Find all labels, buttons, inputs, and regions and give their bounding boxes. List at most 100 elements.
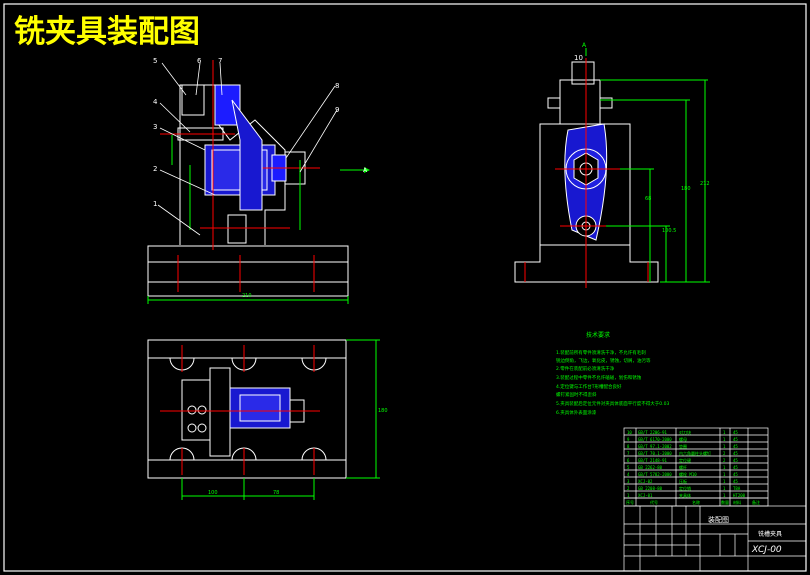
callout-5: 5: [153, 57, 157, 65]
svg-text:45: 45: [733, 430, 738, 435]
svg-text:定位键: 定位键: [679, 457, 691, 463]
title-block-drawing-no: XCJ-00: [751, 545, 782, 555]
svg-text:100.5: 100.5: [662, 228, 676, 234]
bom-header-row: 序号 代号 名称 数量材料 备注: [626, 499, 760, 505]
callout-7: 7: [218, 57, 222, 65]
svg-text:1: 1: [723, 493, 726, 498]
svg-text:垫圈: 垫圈: [679, 443, 687, 449]
title-block: [623, 505, 807, 572]
svg-text:1: 1: [723, 486, 726, 491]
callout-8: 8: [335, 82, 339, 90]
svg-text:1: 1: [723, 472, 726, 477]
svg-text:定位销: 定位销: [679, 485, 691, 491]
svg-text:45: 45: [733, 451, 738, 456]
drawing-title: 铣夹具装配图: [14, 14, 200, 50]
callout-6: 6: [197, 57, 202, 65]
svg-text:2: 2: [723, 451, 726, 456]
svg-text:45: 45: [733, 465, 738, 470]
callout-9: 9: [335, 106, 339, 114]
tech-req-line: 4.定位键与工作台T形槽配合良好: [556, 383, 622, 390]
section-mark-a: A: [363, 167, 368, 174]
top-view: 100 78 180: [147, 339, 388, 500]
svg-text:XCJ-01: XCJ-01: [638, 493, 653, 498]
front-section-view: 210: [147, 60, 370, 304]
svg-text:180: 180: [681, 186, 691, 192]
svg-text:螺杆: 螺杆: [679, 464, 687, 470]
svg-text:2: 2: [723, 458, 726, 463]
svg-text:6: 6: [627, 458, 630, 463]
tech-req-line: 螺钉紧固时不得歪斜: [556, 391, 597, 398]
tech-req-heading: 技术要求: [586, 331, 610, 339]
svg-text:压板: 压板: [679, 478, 687, 484]
title-block-part-name: 铣槽夹具: [758, 530, 782, 538]
svg-text:名称: 名称: [692, 499, 700, 505]
svg-text:210: 210: [242, 293, 252, 299]
svg-text:GB/T 70.1-2000: GB/T 70.1-2000: [638, 451, 672, 456]
svg-text:1: 1: [627, 493, 630, 498]
svg-text:45: 45: [733, 437, 738, 442]
tech-requirements: 技术要求 1.装配前所有零件须清洗干净，不允许有毛刺 锐边倒角，飞边，氧化皮，锈…: [556, 331, 669, 416]
tech-req-line: 6.夹具体外表面涂漆: [556, 409, 597, 416]
tech-req-line: 1.装配前所有零件须清洗干净，不允许有毛刺: [556, 349, 646, 356]
svg-text:材料: 材料: [733, 499, 741, 505]
tech-req-line: 2.零件在装配前必须清洗干净: [556, 365, 615, 372]
svg-text:9: 9: [627, 437, 630, 442]
table-row: 4 GB/T 5782-2000 螺栓 M10 1 45: [627, 471, 738, 477]
svg-text:代号: 代号: [650, 499, 658, 505]
svg-text:1: 1: [723, 465, 726, 470]
svg-text:GB 2208-80: GB 2208-80: [638, 486, 663, 491]
bom-table: [623, 427, 769, 507]
side-view: 212 180 100.5 68: [514, 48, 710, 288]
svg-text:45: 45: [733, 444, 738, 449]
svg-text:8: 8: [627, 444, 630, 449]
svg-text:7: 7: [627, 451, 630, 456]
callout-3: 3: [153, 123, 157, 131]
svg-text:序号: 序号: [626, 499, 634, 505]
svg-text:3: 3: [627, 479, 630, 484]
svg-text:45: 45: [733, 479, 738, 484]
svg-text:螺栓 M10: 螺栓 M10: [679, 471, 697, 477]
svg-text:212: 212: [700, 181, 710, 187]
svg-text:1: 1: [723, 430, 726, 435]
callout-2: 2: [153, 165, 157, 173]
svg-text:100: 100: [208, 490, 218, 496]
svg-text:68: 68: [645, 196, 651, 202]
svg-text:GB/T 2148-91: GB/T 2148-91: [638, 458, 667, 463]
callout-4: 4: [153, 98, 158, 106]
svg-text:1: 1: [723, 437, 726, 442]
svg-text:1: 1: [723, 444, 726, 449]
title-block-drawing-name: 装配图: [708, 515, 729, 524]
tech-req-line: 3.装配过程中零件不允许磕碰，划伤和锈蚀: [556, 374, 642, 381]
svg-text:180: 180: [378, 408, 388, 414]
svg-text:备注: 备注: [752, 499, 760, 505]
svg-text:数量: 数量: [721, 499, 729, 505]
drawing-border: [3, 3, 807, 572]
svg-text:GB/T 5782-2000: GB/T 5782-2000: [638, 472, 672, 477]
svg-text:45: 45: [733, 472, 738, 477]
svg-text:4: 4: [627, 472, 630, 477]
svg-text:GB/T 97.1-2002: GB/T 97.1-2002: [638, 444, 672, 449]
table-row: 8 GB/T 97.1-2002 垫圈 1 45: [627, 443, 738, 449]
svg-text:78: 78: [273, 490, 279, 496]
svg-text:GB 2262-80: GB 2262-80: [638, 465, 663, 470]
tech-req-line: 锐边倒角，飞边，氧化皮，锈蚀，切屑，油污等: [556, 357, 651, 364]
svg-text:10: 10: [627, 430, 632, 435]
tech-req-line: 5.夹具装配后定位元件对夹具体底面平行度不得大于0.03: [556, 400, 669, 407]
section-mark-b: A: [582, 42, 587, 49]
svg-text:2: 2: [627, 486, 630, 491]
svg-text:HT200: HT200: [733, 493, 746, 498]
table-row: 1 XCJ-01 夹具体 1 HT200: [627, 492, 746, 498]
svg-text:夹具体: 夹具体: [679, 492, 691, 498]
svg-text:螺母: 螺母: [679, 436, 687, 442]
callout-1: 1: [153, 200, 157, 208]
svg-text:XCJ-02: XCJ-02: [638, 479, 653, 484]
